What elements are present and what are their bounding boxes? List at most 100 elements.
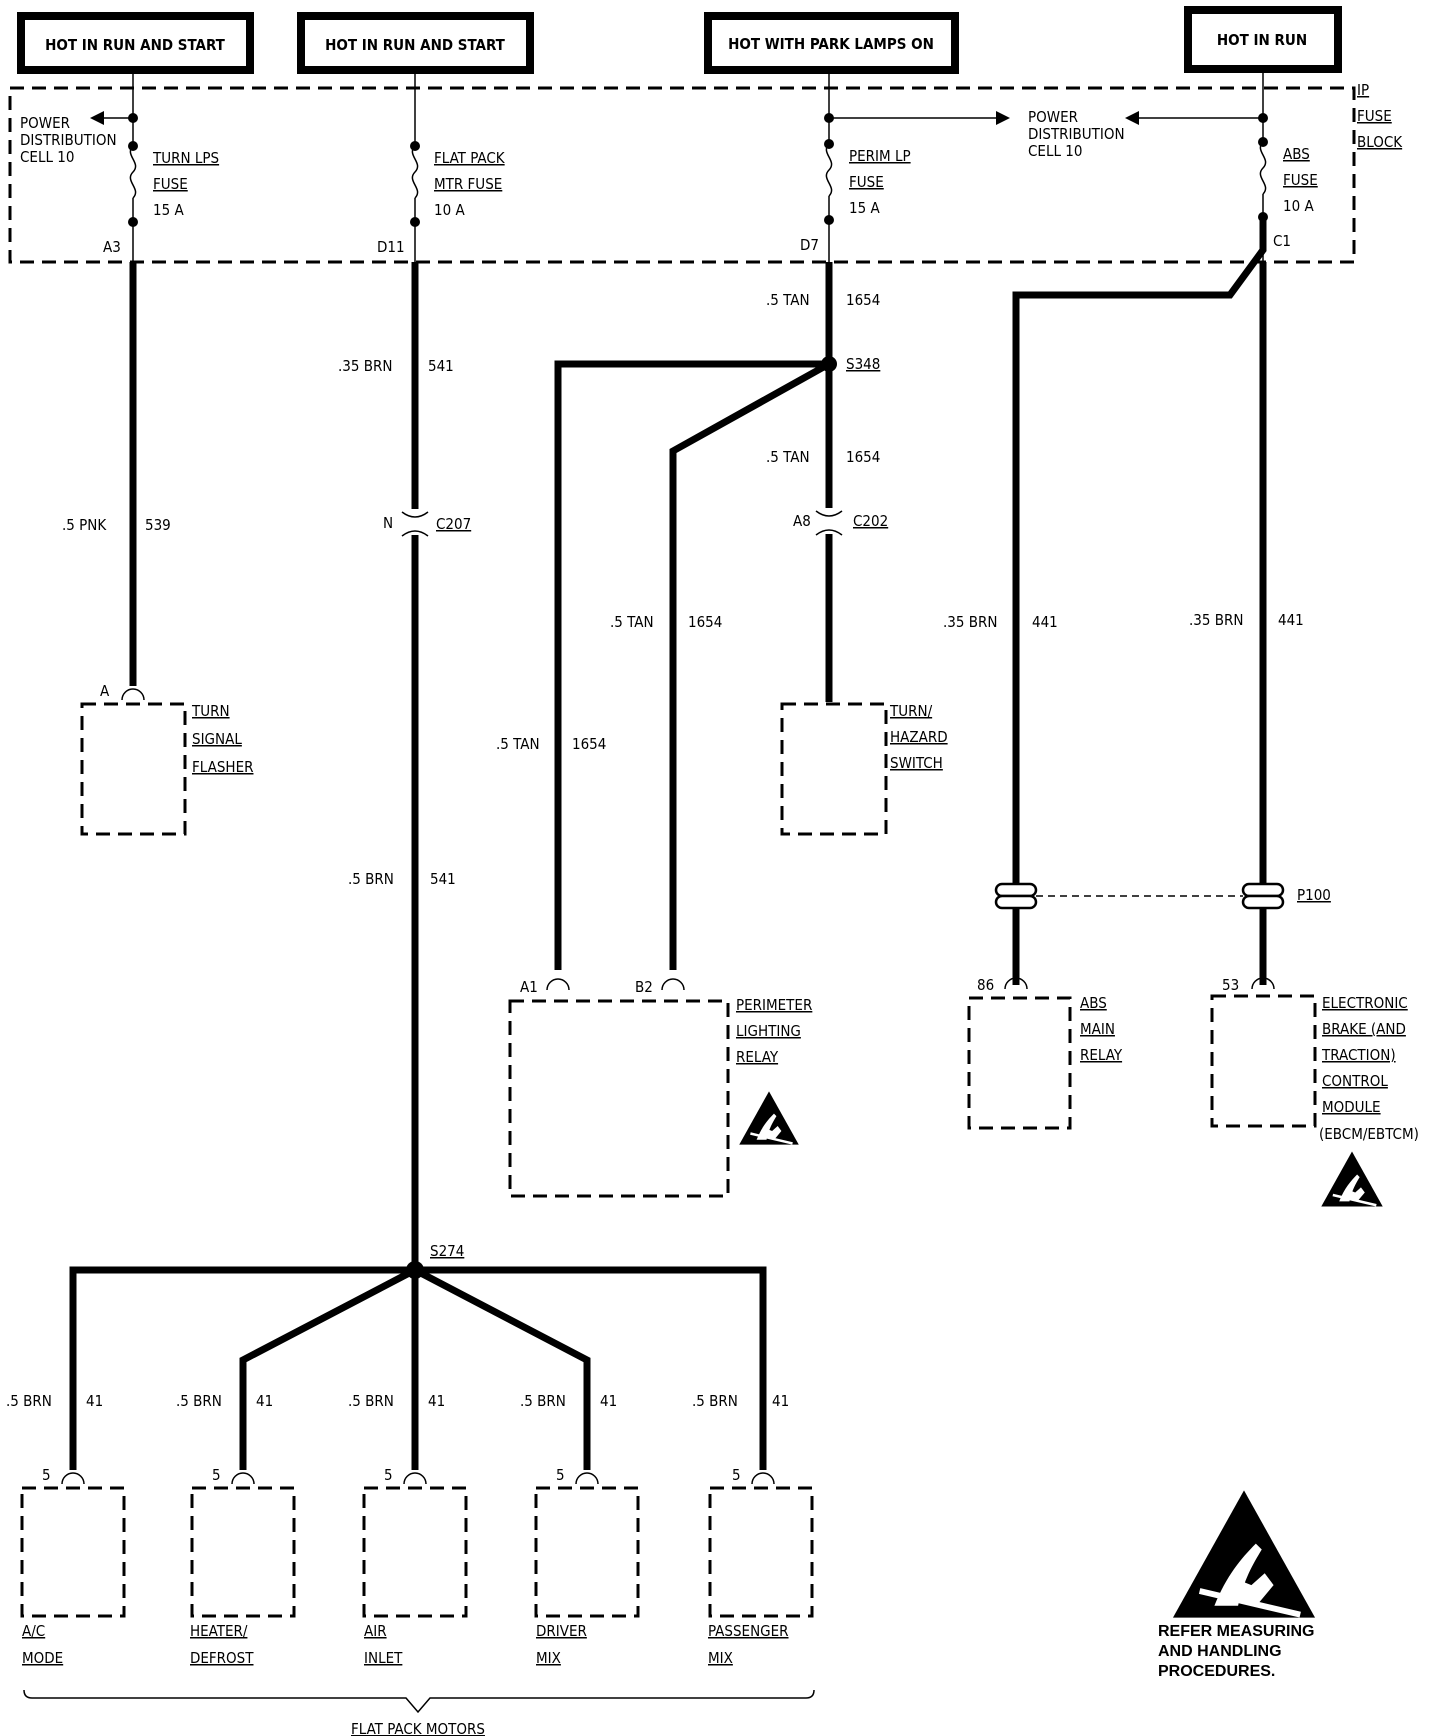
svg-text:DISTRIBUTION: DISTRIBUTION (20, 131, 117, 149)
svg-text:41: 41 (428, 1392, 445, 1410)
svg-text:AIR: AIR (364, 1622, 387, 1640)
svg-text:HOT WITH PARK LAMPS ON: HOT WITH PARK LAMPS ON (728, 35, 934, 53)
svg-text:1654: 1654 (846, 291, 880, 309)
motor-passenger-mix: 5 PASSENGER MIX (708, 1466, 814, 1667)
svg-text:PERIM LP: PERIM LP (849, 147, 911, 165)
svg-text:MODULE: MODULE (1322, 1098, 1381, 1116)
power-label-1: HOT IN RUN AND START (17, 12, 254, 74)
power-distribution-center: POWER DISTRIBUTION CELL 10 (829, 108, 1263, 160)
svg-text:PERIMETER: PERIMETER (736, 996, 812, 1014)
svg-text:.5 TAN: .5 TAN (766, 291, 810, 309)
svg-text:BLOCK: BLOCK (1357, 133, 1403, 151)
motor-air-inlet: 5 AIR INLET (362, 1466, 468, 1667)
svg-text:FLASHER: FLASHER (192, 758, 253, 776)
svg-text:MAIN: MAIN (1080, 1020, 1115, 1038)
svg-text:B2: B2 (635, 978, 653, 996)
svg-text:HOT IN RUN AND START: HOT IN RUN AND START (45, 36, 226, 54)
svg-text:POWER: POWER (1028, 108, 1078, 126)
svg-text:.5 BRN: .5 BRN (176, 1392, 222, 1410)
svg-text:AND HANDLING: AND HANDLING (1158, 1643, 1282, 1660)
svg-text:P100: P100 (1297, 886, 1331, 904)
svg-text:TURN/: TURN/ (889, 702, 933, 720)
turn-hazard-switch: TURN/ HAZARD SWITCH (780, 702, 948, 836)
esd-warning-icon (738, 1090, 800, 1146)
ebcm-module: 53 ELECTRONIC BRAKE (AND TRACTION) CONTR… (1210, 976, 1419, 1208)
svg-text:MIX: MIX (708, 1649, 733, 1667)
svg-text:D11: D11 (377, 238, 405, 256)
svg-text:CONTROL: CONTROL (1322, 1072, 1388, 1090)
svg-text:.5 TAN: .5 TAN (496, 735, 540, 753)
svg-text:41: 41 (772, 1392, 789, 1410)
power-label-3: HOT WITH PARK LAMPS ON (704, 12, 959, 74)
svg-text:MTR FUSE: MTR FUSE (434, 175, 502, 193)
esd-warning-icon-large (1173, 1490, 1315, 1617)
svg-text:539: 539 (145, 516, 171, 534)
svg-text:HAZARD: HAZARD (890, 728, 948, 746)
svg-text:ABS: ABS (1283, 145, 1310, 163)
svg-text:TRACTION): TRACTION) (1321, 1046, 1396, 1064)
svg-text:.35 BRN: .35 BRN (1189, 611, 1243, 629)
svg-text:FUSE: FUSE (1283, 171, 1318, 189)
svg-text:441: 441 (1032, 613, 1058, 631)
svg-text:15 A: 15 A (849, 199, 880, 217)
svg-text:IP: IP (1357, 81, 1369, 99)
turn-signal-flasher: A TURN SIGNAL FLASHER (80, 682, 253, 836)
svg-text:.5 BRN: .5 BRN (520, 1392, 566, 1410)
fuse-turn-lps: TURN LPS FUSE 15 A A3 (103, 74, 219, 262)
fuse-block-label: IP FUSE BLOCK (1357, 81, 1403, 151)
svg-text:BRAKE (AND: BRAKE (AND (1322, 1020, 1406, 1038)
flat-pack-motors-brace: FLAT PACK MOTORS (23, 1689, 815, 1736)
svg-text:.5 BRN: .5 BRN (692, 1392, 738, 1410)
svg-text:C207: C207 (436, 515, 471, 533)
svg-text:.5 TAN: .5 TAN (610, 613, 654, 631)
svg-text:A3: A3 (103, 238, 121, 256)
svg-text:HOT IN RUN AND START: HOT IN RUN AND START (325, 36, 506, 54)
power-label-2: HOT IN RUN AND START (297, 12, 534, 74)
svg-text:ABS: ABS (1080, 994, 1107, 1012)
svg-text:A/C: A/C (22, 1622, 45, 1640)
svg-text:POWER: POWER (20, 114, 70, 132)
svg-text:5: 5 (384, 1466, 393, 1484)
svg-text:CELL 10: CELL 10 (1028, 142, 1082, 160)
svg-text:C1: C1 (1273, 232, 1291, 250)
svg-text:SIGNAL: SIGNAL (192, 730, 242, 748)
svg-text:C202: C202 (853, 512, 888, 530)
svg-text:541: 541 (430, 870, 456, 888)
svg-text:ELECTRONIC: ELECTRONIC (1322, 994, 1408, 1012)
svg-text:LIGHTING: LIGHTING (736, 1022, 801, 1040)
svg-text:1654: 1654 (688, 613, 722, 631)
svg-text:.35 BRN: .35 BRN (943, 613, 997, 631)
svg-text:5: 5 (42, 1466, 51, 1484)
svg-text:FUSE: FUSE (849, 173, 884, 191)
svg-text:5: 5 (732, 1466, 741, 1484)
splice-s274: S274 (69, 1242, 767, 1470)
svg-text:10 A: 10 A (434, 201, 465, 219)
svg-text:541: 541 (428, 357, 454, 375)
svg-text:441: 441 (1278, 611, 1304, 629)
svg-text:PROCEDURES.: PROCEDURES. (1158, 1663, 1275, 1680)
svg-text:.5 PNK: .5 PNK (62, 516, 107, 534)
svg-text:.5 TAN: .5 TAN (766, 448, 810, 466)
motor-wire-labels: .5 BRN 41 .5 BRN 41 .5 BRN 41 .5 BRN 41 … (6, 1392, 789, 1410)
svg-text:86: 86 (977, 976, 994, 994)
fuse-perim-lp: PERIM LP FUSE 15 A D7 (800, 74, 911, 262)
svg-text:D7: D7 (800, 236, 819, 254)
fuse-flat-pack-mtr: FLAT PACK MTR FUSE 10 A D11 (377, 74, 506, 262)
svg-text:MODE: MODE (22, 1649, 63, 1667)
svg-text:(EBCM/EBTCM): (EBCM/EBTCM) (1319, 1125, 1419, 1143)
ip-fuse-block (8, 86, 1356, 264)
wire-441: .35 BRN 441 .35 BRN 441 (943, 217, 1304, 985)
power-distribution-left: POWER DISTRIBUTION CELL 10 (20, 111, 133, 166)
esd-note: REFER MEASURING AND HANDLING PROCEDURES. (1158, 1490, 1315, 1680)
svg-text:FLAT PACK: FLAT PACK (434, 149, 506, 167)
svg-text:.5 BRN: .5 BRN (348, 870, 394, 888)
svg-text:DEFROST: DEFROST (190, 1649, 254, 1667)
svg-text:CELL 10: CELL 10 (20, 148, 74, 166)
svg-text:FUSE: FUSE (1357, 107, 1392, 125)
svg-text:5: 5 (556, 1466, 565, 1484)
svg-text:RELAY: RELAY (736, 1048, 779, 1066)
svg-text:41: 41 (600, 1392, 617, 1410)
fuse-abs: ABS FUSE 10 A C1 (1258, 73, 1318, 262)
svg-text:SWITCH: SWITCH (890, 754, 943, 772)
